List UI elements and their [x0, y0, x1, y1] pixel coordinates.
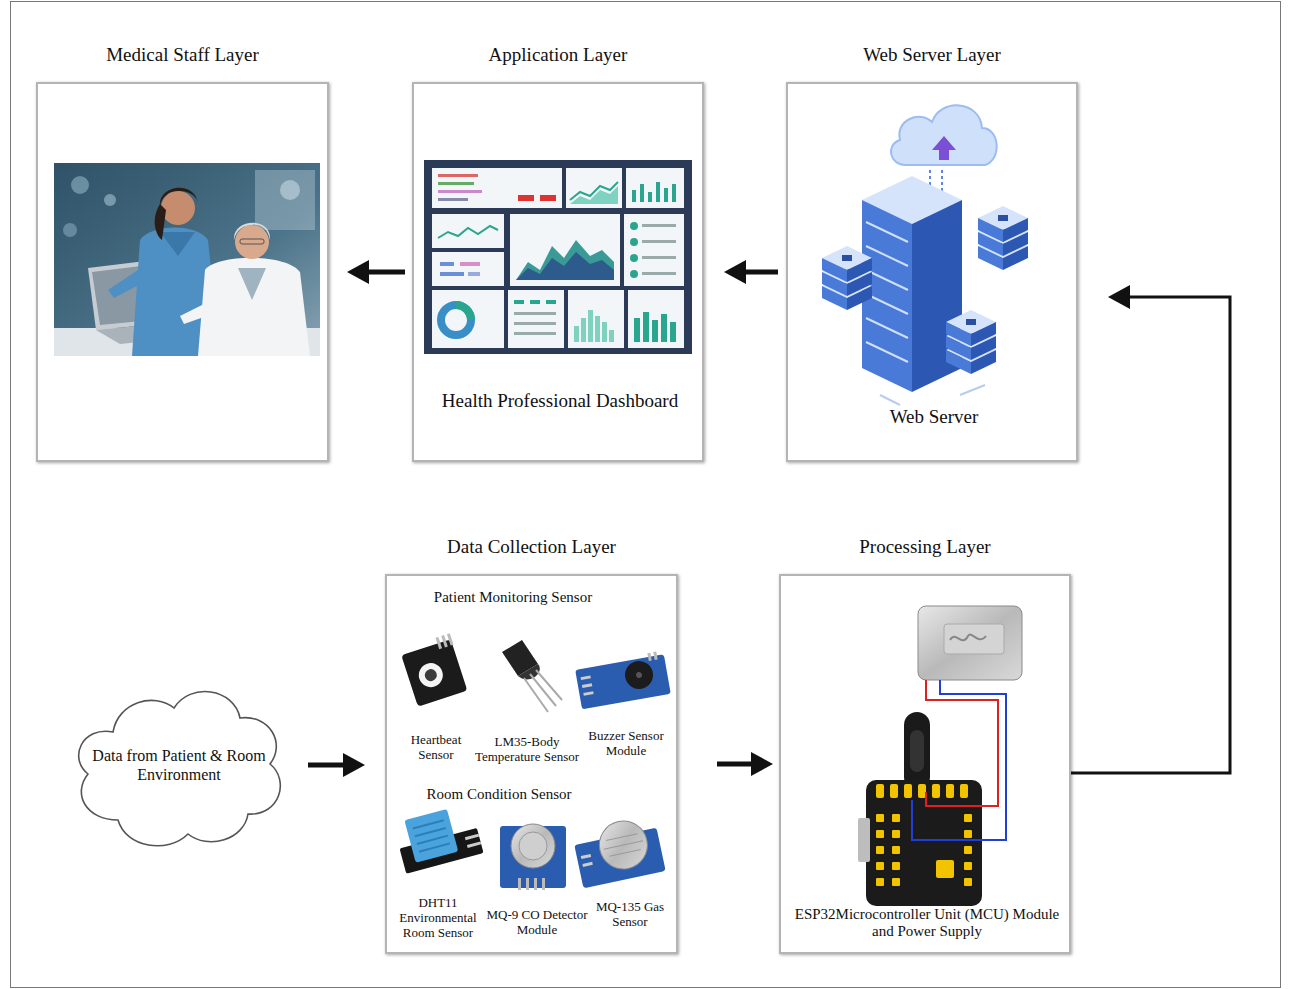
arrow-head [347, 260, 369, 284]
dht11-sensor [393, 803, 484, 874]
mq9-sensor [500, 824, 566, 890]
layer-heading: Processing Layer [761, 536, 1089, 558]
layer-box: Data Collection LayerPatient Monitoring … [385, 574, 678, 954]
node-text: MQ-9 CO Detector Module [485, 907, 589, 937]
node-text: LM35-Body Temperature Sensor [466, 734, 588, 764]
arrow-head [751, 752, 773, 776]
node-text: Patient Monitoring Sensor [398, 588, 628, 606]
node-text: Heartbeat Sensor [400, 732, 472, 762]
node-text: Room Condition Sensor [389, 785, 609, 803]
layer-heading: Application Layer [394, 44, 722, 66]
flow-arrow [724, 260, 778, 284]
cloud-outline [68, 668, 290, 862]
arrow-line [367, 270, 405, 275]
layer-box: Medical Staff Layer [36, 82, 329, 462]
layer-heading: Web Server Layer [768, 44, 1096, 66]
web-server-illustration [822, 105, 1028, 405]
flow-arrow [347, 260, 405, 284]
cloud-path [79, 692, 281, 846]
node-text: Buzzer Sensor Module [580, 728, 672, 758]
flow-arrow [717, 752, 773, 776]
arrow-line [717, 762, 753, 767]
buzzer-module [575, 650, 671, 709]
heartbeat-sensor [399, 633, 468, 706]
dashboard-illustration [424, 160, 692, 354]
node-text: ESP32Microcontroller Unit (MCU) Module a… [791, 906, 1063, 940]
layer-heading: Medical Staff Layer [18, 44, 347, 66]
node-label: Data from Patient & Room Environment [89, 746, 269, 784]
arrow-head [724, 260, 746, 284]
page-frame [11, 2, 1281, 988]
data-source-cloud: Data from Patient & Room Environment [68, 668, 290, 862]
node-text: Web Server [824, 406, 1044, 428]
lm35-sensor [502, 640, 562, 712]
flow-arrow [1071, 285, 1230, 773]
esp32-board [858, 606, 1022, 906]
layer-heading: Data Collection Layer [367, 536, 696, 558]
arrow-head [343, 753, 365, 777]
medical-staff-photo [54, 163, 320, 356]
arrow-line [744, 270, 778, 275]
mq135-sensor [571, 814, 665, 888]
node-text: DHT11 Environmental Room Sensor [395, 895, 481, 940]
node-text: Health Professional Dashboard [419, 390, 701, 412]
layer-box: Processing LayerESP32Microcontroller Uni… [779, 574, 1071, 954]
arrow-line [308, 763, 345, 768]
arrow-head [1108, 285, 1130, 309]
layer-box: Web Server LayerWeb Server [786, 82, 1078, 462]
arrow-line [1071, 297, 1230, 773]
node-text: MQ-135 Gas Sensor [586, 899, 674, 929]
flow-arrow [308, 753, 365, 777]
layer-box: Application LayerHealth Professional Das… [412, 82, 704, 462]
